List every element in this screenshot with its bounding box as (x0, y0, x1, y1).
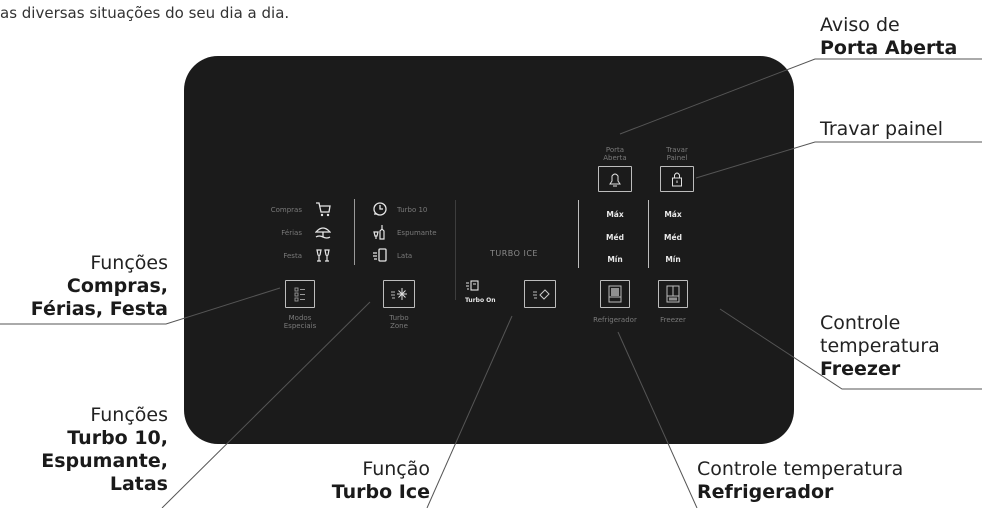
callout-freezer-line1: Controle (820, 312, 901, 334)
callout-funcoes-modos-line1: Funções (90, 252, 168, 274)
callout-funcoes-turbo: Funções Turbo 10, Espumante, Latas (20, 404, 168, 496)
callout-travar: Travar painel (820, 118, 943, 141)
callout-freezer: Controle temperatura Freezer (820, 312, 940, 381)
callout-freezer-line2: temperatura (820, 335, 940, 357)
control-panel (184, 56, 794, 444)
refrigerador-button[interactable] (600, 280, 630, 308)
bell-icon (609, 173, 621, 187)
temp-divider-left (578, 200, 579, 268)
lata-label: Lata (397, 252, 413, 260)
callout-refrigerador: Controle temperatura Refrigerador (697, 458, 903, 504)
freezer-med: Méd (664, 233, 682, 242)
turbo-10-label: Turbo 10 (397, 206, 428, 214)
mode-compras-label: Compras (270, 206, 302, 214)
espumante-label: Espumante (397, 229, 437, 237)
freezer-button[interactable] (658, 280, 688, 308)
ice-icon (533, 289, 550, 300)
timer-icon (373, 202, 387, 216)
travar-painel-button[interactable] (660, 166, 694, 192)
mode-festa-label: Festa (283, 252, 302, 260)
bottle-icon (373, 225, 385, 240)
callout-freezer-line3: Freezer (820, 358, 901, 380)
callout-turbo-ice-line1: Função (362, 458, 430, 480)
cart-icon (316, 202, 331, 217)
freezer-max: Máx (664, 210, 682, 219)
turbo-zone-button[interactable] (383, 280, 415, 308)
callout-porta-aberta-line2: Porta Aberta (820, 37, 958, 59)
modos-especiais-button[interactable] (285, 280, 315, 308)
freezer-label: Freezer (660, 316, 686, 324)
turbo-zone-label: Turbo Zone (389, 314, 409, 330)
callout-porta-aberta: Aviso de Porta Aberta (820, 14, 957, 60)
callout-funcoes-modos-line2: Compras, (66, 275, 168, 297)
callout-funcoes-turbo-line1: Funções (90, 404, 168, 426)
temp-divider-right (648, 200, 649, 268)
refrigerador-max: Máx (606, 210, 624, 219)
intro-text: as diversas situações do seu dia a dia. (0, 4, 290, 22)
freezer-icon (666, 285, 680, 303)
callout-funcoes-modos-line3: Férias, Festa (30, 298, 168, 320)
lock-icon (672, 172, 682, 187)
porta-aberta-button[interactable] (598, 166, 632, 192)
callout-funcoes-turbo-line2: Turbo 10, (67, 427, 168, 449)
callout-turbo-ice-line2: Turbo Ice (331, 481, 430, 503)
callout-funcoes-modos: Funções Compras, Férias, Festa (20, 252, 168, 321)
callout-funcoes-turbo-line4: Latas (109, 473, 168, 495)
fridge-icon (608, 285, 622, 303)
beach-umbrella-icon (315, 227, 331, 239)
divider (354, 199, 355, 265)
modos-especiais-label: Modos Especiais (283, 314, 317, 330)
callout-porta-aberta-line1: Aviso de (820, 14, 900, 36)
party-glasses-icon (316, 249, 330, 262)
callout-refrigerador-line2: Refrigerador (697, 481, 834, 503)
callout-turbo-ice: Função Turbo Ice (300, 458, 430, 504)
mode-ferias-label: Férias (281, 229, 302, 237)
refrigerador-min: Mín (607, 255, 623, 264)
callout-travar-line1: Travar painel (820, 118, 943, 140)
freezer-min: Mín (665, 255, 681, 264)
section-divider (455, 200, 456, 300)
turbo-ice-button[interactable] (524, 280, 556, 308)
refrigerador-med: Méd (606, 233, 624, 242)
snowflake-icon (391, 288, 407, 300)
list-icon (294, 287, 305, 302)
porta-aberta-label: Porta Aberta (603, 146, 627, 162)
refrigerador-label: Refrigerador (593, 316, 637, 324)
turbo-ice-title: TURBO ICE (490, 249, 538, 258)
callout-refrigerador-line1: Controle temperatura (697, 458, 904, 480)
travar-painel-label: Travar Painel (666, 146, 688, 162)
can-icon (373, 248, 387, 262)
turbo-on-icon (466, 280, 479, 291)
turbo-on-label: Turbo On (465, 297, 496, 304)
callout-funcoes-turbo-line3: Espumante, (41, 450, 168, 472)
